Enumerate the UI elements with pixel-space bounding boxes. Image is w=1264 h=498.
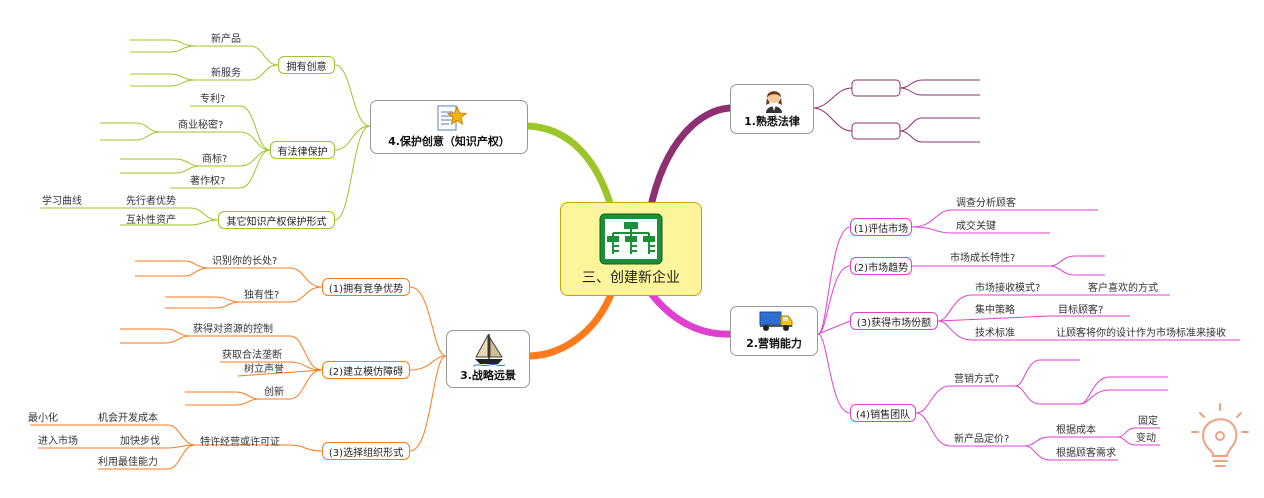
branch-law-connector bbox=[646, 104, 734, 214]
subtopic-assess-market[interactable]: (1)评估市场 bbox=[850, 218, 912, 236]
leaf-customer-preferred: 客户喜欢的方式 bbox=[1088, 283, 1158, 294]
leaf-deal-key: 成交关键 bbox=[956, 221, 996, 232]
topic-law[interactable]: 1.熟悉法律 bbox=[730, 84, 814, 134]
leaf-complementary-assets: 互补性资产 bbox=[126, 215, 176, 226]
subtopic-market-share[interactable]: (3)获得市场份额 bbox=[850, 312, 938, 330]
subtopic-market-trend[interactable]: (2)市场趋势 bbox=[850, 257, 912, 275]
subtopic-competitive-advantage[interactable]: (1)拥有竞争优势 bbox=[322, 278, 410, 296]
leaf-learning-curve: 学习曲线 bbox=[42, 196, 82, 207]
org-chart-icon bbox=[599, 213, 663, 265]
subtopic-other-ip[interactable]: 其它知识产权保护形式 bbox=[218, 211, 335, 229]
branch-protect-connector bbox=[524, 122, 616, 214]
topic-law-title: 1.熟悉法律 bbox=[744, 115, 800, 128]
topic-protect-ip[interactable]: 4.保护创意（知识产权） bbox=[370, 100, 528, 154]
leaf-cost-based: 根据成本 bbox=[1056, 425, 1096, 436]
central-topic[interactable]: 三、创建新企业 bbox=[560, 202, 702, 296]
central-topic-title: 三、创建新企业 bbox=[582, 270, 680, 286]
leaf-patent: 专利? bbox=[200, 94, 226, 105]
leaf-minimize: 最小化 bbox=[28, 413, 58, 424]
subtopic-imitation-barrier[interactable]: (2)建立模仿障碍 bbox=[322, 361, 410, 379]
subtopic-org-form[interactable]: (3)选择组织形式 bbox=[322, 442, 410, 460]
document-star-icon bbox=[437, 105, 467, 131]
leaf-enter-market: 进入市场 bbox=[38, 436, 78, 447]
leaf-trade-secret: 商业秘密? bbox=[178, 120, 224, 131]
leaf-design-as-standard: 让顾客将你的设计作为市场标准来接收 bbox=[1056, 328, 1226, 339]
leaf-new-service: 新服务 bbox=[211, 68, 241, 79]
leaf-new-product: 新产品 bbox=[211, 34, 241, 45]
leaf-best-capability: 利用最佳能力 bbox=[98, 457, 158, 468]
leaf-identify-strengths: 识别你的长处? bbox=[212, 256, 278, 267]
leaf-new-product-pricing: 新产品定价? bbox=[954, 434, 1010, 445]
topic-marketing[interactable]: 2.营销能力 bbox=[730, 306, 818, 356]
leaf-copyright: 著作权? bbox=[190, 176, 226, 187]
leaf-tech-standard: 技术标准 bbox=[975, 328, 1015, 339]
lightbulb-logo bbox=[1191, 403, 1249, 467]
subtopic-own-ideas[interactable]: 拥有创意 bbox=[278, 56, 335, 74]
leaf-target-customers: 目标顾客? bbox=[1058, 305, 1104, 316]
leaf-fixed: 固定 bbox=[1138, 416, 1158, 427]
topic-strategy[interactable]: 3.战略远景 bbox=[446, 330, 530, 388]
leaf-sales-method: 营销方式? bbox=[954, 374, 1000, 385]
leaf-legal-monopoly: 获取合法垄断 bbox=[222, 350, 282, 361]
branch-strategy-connector bbox=[526, 288, 616, 360]
leaf-market-growth: 市场成长特性? bbox=[950, 253, 1016, 264]
leaf-accelerate: 加快步伐 bbox=[120, 436, 160, 447]
leaf-first-mover: 先行者优势 bbox=[126, 196, 176, 207]
leaf-innovation: 创新 bbox=[264, 387, 284, 398]
subtopic-sales-team[interactable]: (4)销售团队 bbox=[850, 404, 916, 422]
leaf-uniqueness: 独有性? bbox=[244, 290, 280, 301]
leaf-trademark: 商标? bbox=[202, 154, 228, 165]
leaf-opportunity-cost: 机会开发成本 bbox=[98, 413, 158, 424]
subtopic-legal-protection[interactable]: 有法律保护 bbox=[270, 141, 335, 159]
branch-marketing-connector bbox=[646, 288, 734, 338]
leaf-demand-based: 根据顾客需求 bbox=[1056, 448, 1116, 459]
topic-marketing-title: 2.营销能力 bbox=[746, 337, 802, 350]
delivery-truck-icon bbox=[759, 311, 793, 331]
sailboat-icon bbox=[473, 334, 505, 367]
leaf-reputation: 树立声誉 bbox=[244, 364, 284, 375]
leaf-variable: 变动 bbox=[1136, 433, 1156, 444]
leaf-survey-customers: 调查分析顾客 bbox=[956, 198, 1016, 209]
leaf-focus-strategy: 集中策略 bbox=[975, 305, 1015, 316]
leaf-franchise: 特许经营或许可证 bbox=[200, 437, 280, 448]
leaf-resource-control: 获得对资源的控制 bbox=[193, 324, 273, 335]
leaf-accept-mode: 市场接收模式? bbox=[975, 283, 1041, 294]
topic-strategy-title: 3.战略远景 bbox=[460, 369, 516, 382]
lawyer-icon bbox=[766, 91, 782, 113]
topic-protect-title: 4.保护创意（知识产权） bbox=[388, 135, 510, 148]
